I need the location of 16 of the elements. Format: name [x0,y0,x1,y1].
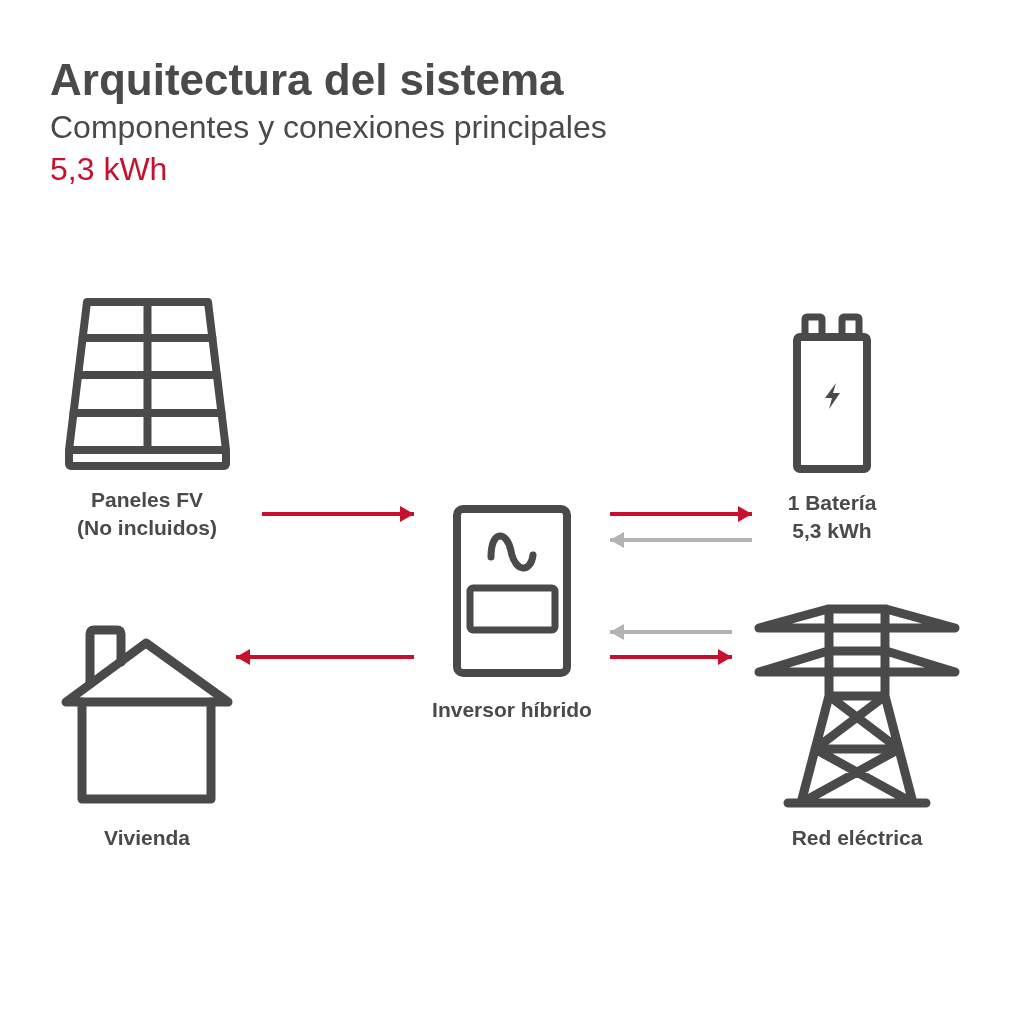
arrow [262,506,414,522]
component-label: 1 Batería [787,490,877,516]
arrow [610,649,732,665]
arrow [610,624,732,640]
component-label: 5,3 kWh [792,518,872,544]
arrow [236,649,414,665]
component-label: Vivienda [104,825,190,851]
component-label: Paneles FV [90,487,204,513]
title: Arquitectura del sistema [50,54,564,106]
arrow [610,532,752,548]
component-label: Inversor híbrido [432,697,592,723]
component-label: (No incluidos) [77,515,217,541]
subtitle: Componentes y conexiones principales [50,108,607,147]
component-label: Red eléctrica [791,825,923,851]
arrow [610,506,752,522]
capacity-text: 5,3 kWh [50,150,168,189]
